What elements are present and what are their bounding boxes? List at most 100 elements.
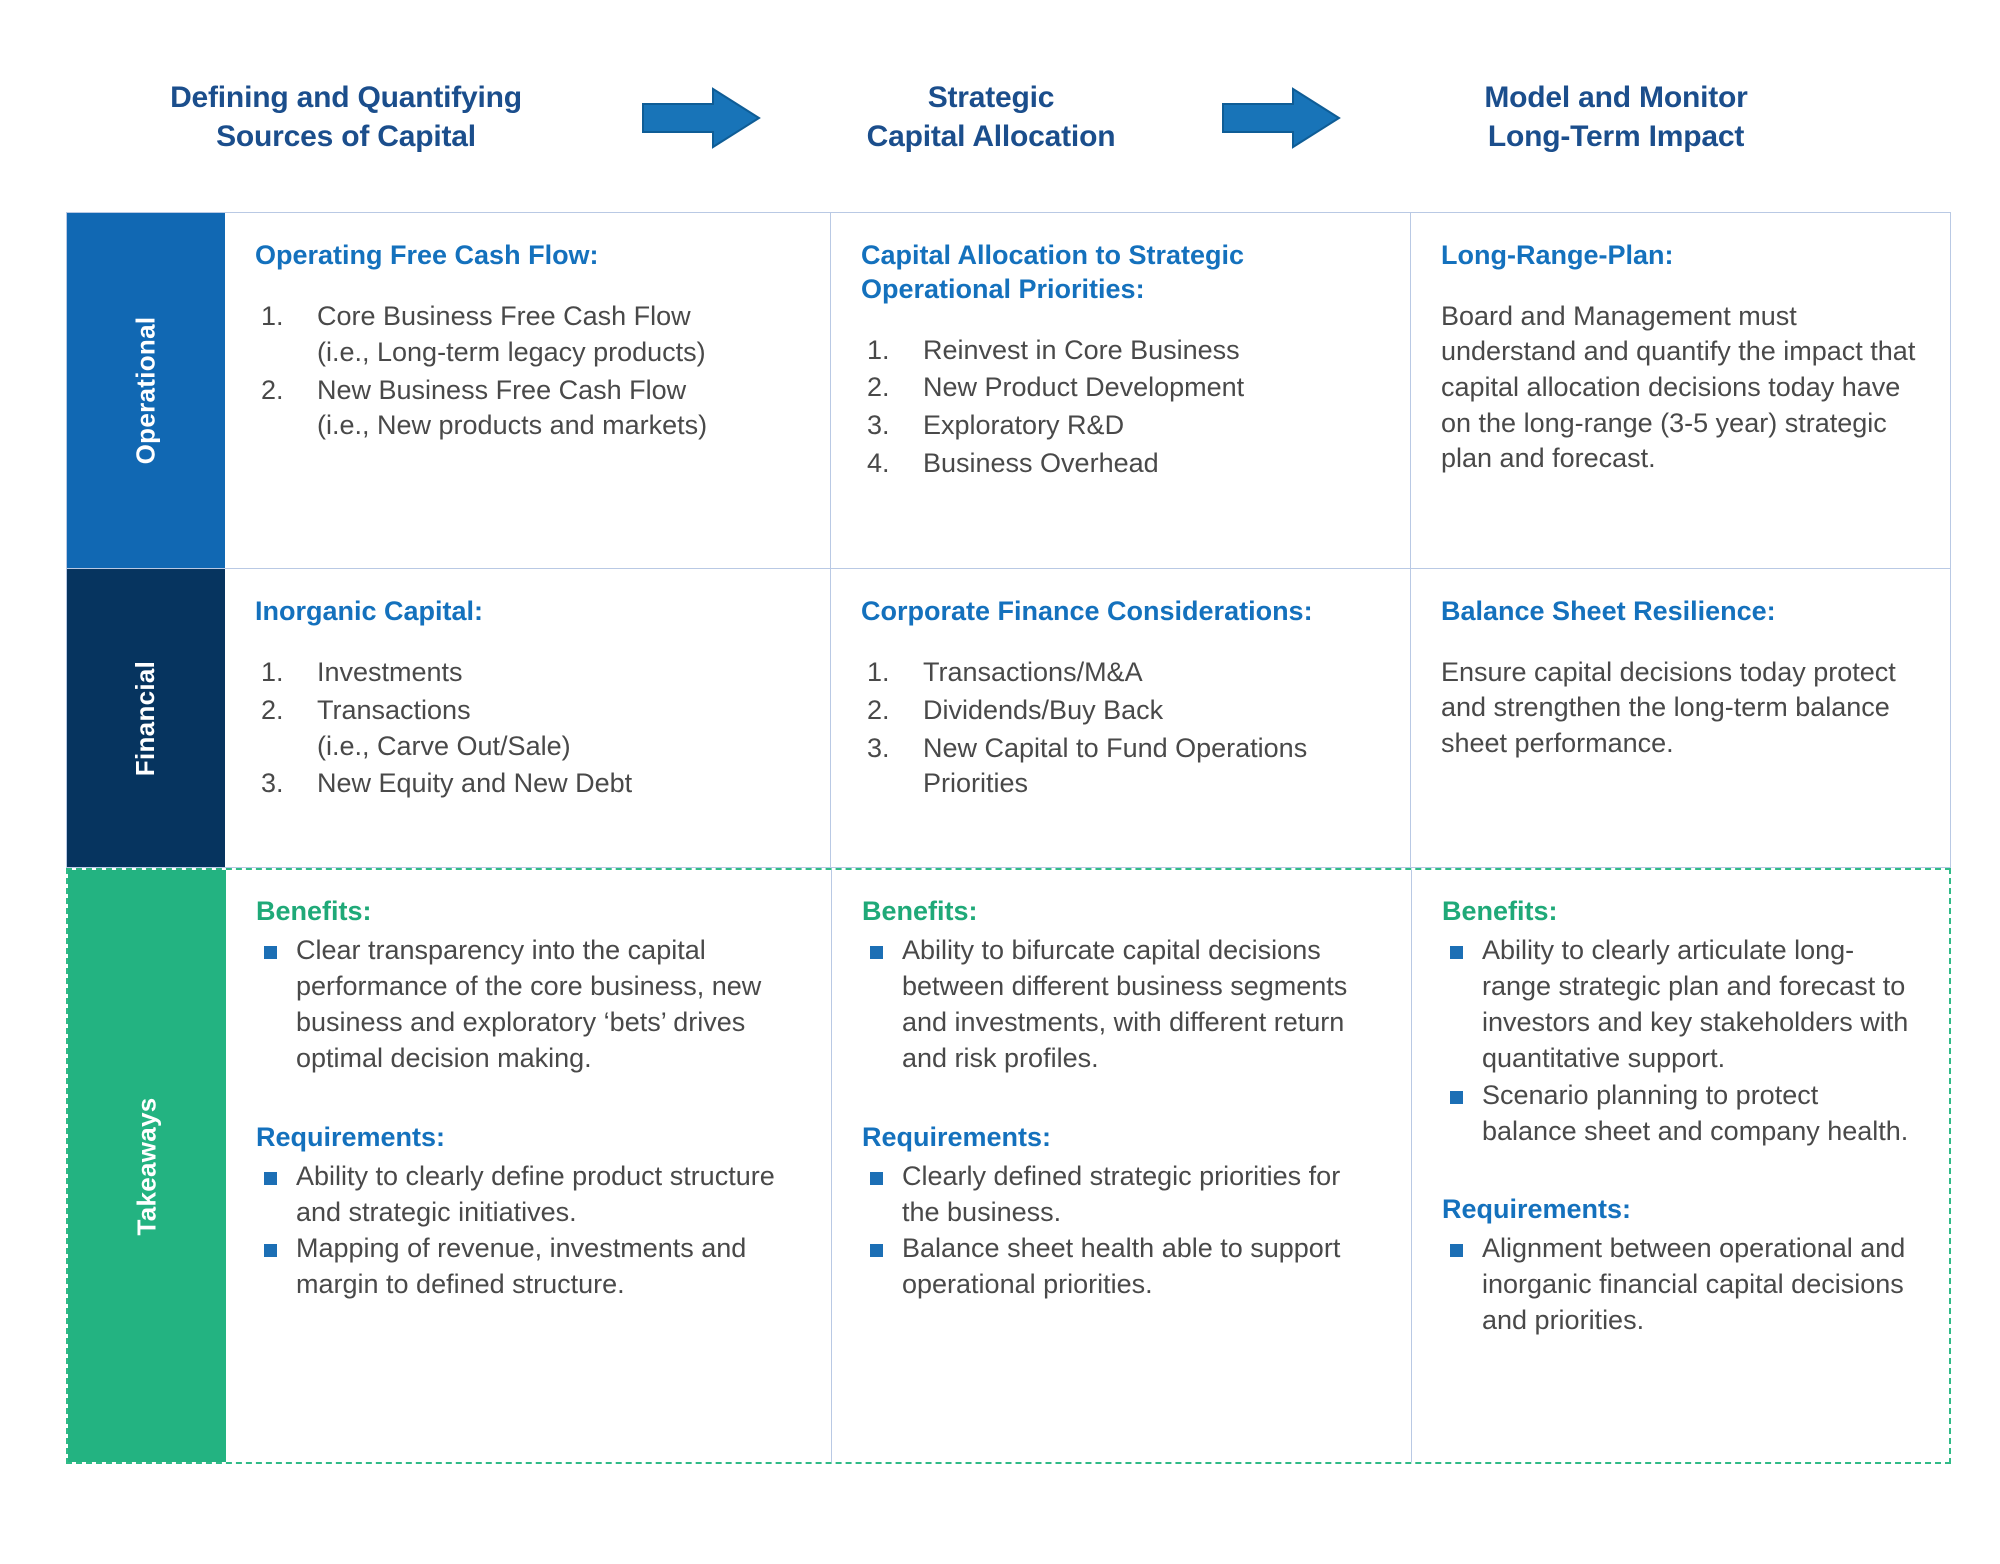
list-marker: 1. xyxy=(867,656,890,687)
row-financial-cells: Inorganic Capital: 1. Investments 2. Tra… xyxy=(225,569,1950,867)
numbered-list: 1. Reinvest in Core Business 2. New Prod… xyxy=(861,333,1380,483)
row-label-takeaways: Takeaways xyxy=(68,870,226,1462)
matrix-grid: Operational Operating Free Cash Flow: 1.… xyxy=(66,212,1951,1464)
numbered-list: 1. Transactions/M&A 2. Dividends/Buy Bac… xyxy=(861,655,1380,803)
arrow-right-icon xyxy=(642,86,761,149)
header-step-2-line1: Strategic xyxy=(927,81,1055,115)
list-marker: 3. xyxy=(867,732,890,763)
list-item-text: New Equity and New Debt xyxy=(317,768,633,799)
cell-heading: Balance Sheet Resilience: xyxy=(1441,596,1776,626)
list-marker: 4. xyxy=(867,448,890,479)
list-item-text: Reinvest in Core Business xyxy=(923,334,1240,365)
list-marker: 2. xyxy=(867,372,890,403)
row-financial: Financial Inorganic Capital: 1. Investme… xyxy=(66,568,1951,868)
list-item: 1. Transactions/M&A xyxy=(861,655,1380,691)
list-marker: 3. xyxy=(867,410,890,441)
list-item: 2. New Product Development xyxy=(861,370,1380,406)
arrow-2-wrap xyxy=(1206,86,1356,149)
list-item: Clearly defined strategic priorities for… xyxy=(862,1159,1381,1231)
header-step-1-line2: Sources of Capital xyxy=(216,119,476,153)
list-item: Scenario planning to protect balance she… xyxy=(1442,1078,1919,1150)
list-item: 2. Dividends/Buy Back xyxy=(861,693,1380,729)
header-step-2: Strategic Capital Allocation xyxy=(776,79,1206,156)
requirements-heading: Requirements: xyxy=(256,1121,446,1152)
list-marker: 2. xyxy=(261,374,284,405)
list-item: 1. Reinvest in Core Business xyxy=(861,333,1380,369)
header-step-1: Defining and Quantifying Sources of Capi… xyxy=(66,79,626,156)
list-item-text: Transactions/M&A xyxy=(923,656,1143,687)
list-item-text: Exploratory R&D xyxy=(923,410,1125,441)
benefits-heading: Benefits: xyxy=(256,896,372,926)
row-label-operational-text: Operational xyxy=(130,316,161,465)
cell-operational-sources: Operating Free Cash Flow: 1. Core Busine… xyxy=(225,213,830,568)
list-item: 2. Transactions (i.e., Carve Out/Sale) xyxy=(255,693,800,765)
arrow-1-wrap xyxy=(626,86,776,149)
row-label-financial-text: Financial xyxy=(130,660,161,776)
cell-takeaways-allocation: Benefits: Ability to bifurcate capital d… xyxy=(831,870,1411,1462)
list-item: Balance sheet health able to support ope… xyxy=(862,1231,1381,1303)
header-step-3: Model and Monitor Long-Term Impact xyxy=(1356,79,1876,156)
cell-financial-inorganic: Inorganic Capital: 1. Investments 2. Tra… xyxy=(225,569,830,867)
list-item-subtext: (i.e., Long-term legacy products) xyxy=(317,336,706,367)
cell-heading: Capital Allocation to Strategic Operatio… xyxy=(861,240,1245,304)
list-item-text: Core Business Free Cash Flow xyxy=(317,300,691,331)
row-label-takeaways-text: Takeaways xyxy=(131,1096,162,1236)
row-label-operational: Operational xyxy=(67,213,225,568)
cell-heading: Operating Free Cash Flow: xyxy=(255,240,599,270)
list-item: Mapping of revenue, investments and marg… xyxy=(256,1231,801,1303)
list-item: Alignment between operational and inorga… xyxy=(1442,1231,1919,1339)
benefits-heading: Benefits: xyxy=(1442,896,1558,926)
cell-operational-lrp: Long-Range-Plan: Board and Management mu… xyxy=(1410,213,1950,568)
cell-takeaways-impact: Benefits: Ability to clearly articulate … xyxy=(1411,870,1949,1462)
list-item: Ability to clearly articulate long-range… xyxy=(1442,933,1919,1077)
list-marker: 1. xyxy=(261,656,284,687)
list-item-text: Investments xyxy=(317,656,463,687)
list-item-text: New Product Development xyxy=(923,372,1245,403)
list-item: 3. New Equity and New Debt xyxy=(255,766,800,802)
header-step-2-line2: Capital Allocation xyxy=(866,119,1116,153)
requirements-list: Clearly defined strategic priorities for… xyxy=(862,1159,1381,1304)
process-header: Defining and Quantifying Sources of Capi… xyxy=(66,70,1956,165)
list-item: 2. New Business Free Cash Flow (i.e., Ne… xyxy=(255,373,800,445)
cell-financial-corpfin: Corporate Finance Considerations: 1. Tra… xyxy=(830,569,1410,867)
list-marker: 3. xyxy=(261,768,284,799)
list-item: 3. Exploratory R&D xyxy=(861,408,1380,444)
row-operational: Operational Operating Free Cash Flow: 1.… xyxy=(66,212,1951,568)
list-marker: 2. xyxy=(261,694,284,725)
spacer xyxy=(862,1078,1381,1122)
list-item: 1. Core Business Free Cash Flow (i.e., L… xyxy=(255,299,800,371)
list-item: Clear transparency into the capital perf… xyxy=(256,933,801,1077)
list-marker: 1. xyxy=(867,334,890,365)
requirements-list: Alignment between operational and inorga… xyxy=(1442,1231,1919,1339)
list-item-subtext: (i.e., New products and markets) xyxy=(317,410,708,441)
list-item: Ability to clearly define product struct… xyxy=(256,1159,801,1231)
requirements-heading: Requirements: xyxy=(1442,1194,1632,1225)
numbered-list: 1. Investments 2. Transactions (i.e., Ca… xyxy=(255,655,800,803)
list-item-text: New Capital to Fund Operations Prioritie… xyxy=(923,732,1308,799)
cell-heading: Long-Range-Plan: xyxy=(1441,240,1674,270)
requirements-heading: Requirements: xyxy=(862,1121,1052,1152)
benefits-list: Ability to clearly articulate long-range… xyxy=(1442,933,1919,1149)
row-takeaways: Takeaways Benefits: Clear transparency i… xyxy=(66,868,1951,1464)
cell-operational-allocation: Capital Allocation to Strategic Operatio… xyxy=(830,213,1410,568)
row-takeaways-cells: Benefits: Clear transparency into the ca… xyxy=(226,870,1949,1462)
benefits-list: Clear transparency into the capital perf… xyxy=(256,933,801,1077)
cell-takeaways-sources: Benefits: Clear transparency into the ca… xyxy=(226,870,831,1462)
list-item: 3. New Capital to Fund Operations Priori… xyxy=(861,731,1380,803)
cell-paragraph: Ensure capital decisions today protect a… xyxy=(1441,656,1896,758)
arrow-right-icon xyxy=(1222,86,1341,149)
requirements-list: Ability to clearly define product struct… xyxy=(256,1159,801,1304)
row-label-financial: Financial xyxy=(67,569,225,867)
list-item-subtext: (i.e., Carve Out/Sale) xyxy=(317,730,571,761)
cell-paragraph: Board and Management must understand and… xyxy=(1441,300,1916,474)
spacer xyxy=(1442,1150,1919,1194)
header-step-3-line2: Long-Term Impact xyxy=(1487,119,1745,153)
numbered-list: 1. Core Business Free Cash Flow (i.e., L… xyxy=(255,299,800,445)
list-item-text: New Business Free Cash Flow xyxy=(317,374,687,405)
list-item-text: Dividends/Buy Back xyxy=(923,694,1164,725)
cell-heading: Inorganic Capital: xyxy=(255,596,484,626)
row-operational-cells: Operating Free Cash Flow: 1. Core Busine… xyxy=(225,213,1950,568)
list-item-text: Transactions xyxy=(317,694,471,725)
header-step-3-line1: Model and Monitor xyxy=(1484,81,1748,115)
